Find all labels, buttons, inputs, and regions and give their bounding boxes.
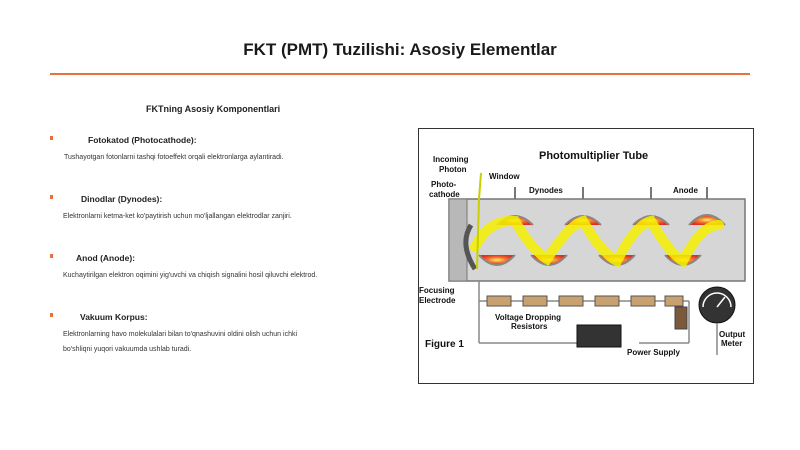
item-description: bo'shliqni yuqori vakuumda ushlab turadi… — [63, 346, 192, 353]
item-heading: Fotokatod (Photocathode): — [88, 135, 197, 145]
item-heading: Dinodlar (Dynodes): — [81, 194, 163, 204]
pmt-diagram: Photomultiplier Tube Incoming Photon Win… — [418, 128, 754, 384]
item-description: Elektronlarni ketma-ket ko'paytirish uch… — [63, 213, 292, 220]
label-anode: Anode — [673, 186, 698, 195]
pmt-diagram-svg: Photomultiplier Tube Incoming Photon Win… — [419, 150, 746, 357]
component-item-vacuum-body: Vakuum Korpus: Elektronlarning havo mole… — [50, 312, 390, 357]
label-focusing-electrode: Focusing — [419, 286, 455, 295]
bullet-icon — [50, 254, 53, 258]
component-item-dynodes: Dinodlar (Dynodes): Elektronlarni ketma-… — [50, 194, 390, 224]
resistor — [664, 295, 684, 307]
resistor — [674, 306, 688, 330]
item-description: Elektronlarning havo molekulalari bilan … — [63, 331, 298, 338]
slide-title: FKT (PMT) Tuzilishi: Asosiy Elementlar — [243, 40, 557, 59]
label-window: Window — [489, 172, 520, 181]
label-incoming-photon: Incoming — [433, 155, 469, 164]
component-item-anode: Anod (Anode): Kuchaytirilgan elektron oq… — [50, 253, 390, 283]
label-power-supply: Power Supply — [627, 348, 680, 357]
dynode-shape — [478, 254, 516, 266]
photon-ray — [476, 172, 482, 270]
figure-title: Photomultiplier Tube — [539, 150, 648, 162]
component-item-photocathode: Fotokatod (Photocathode): Tushayotgan fo… — [50, 135, 390, 165]
label-focusing-electrode: Electrode — [419, 296, 456, 305]
label-photocathode: cathode — [429, 190, 460, 199]
section-title: FKTning Asosiy Komponentlari — [146, 104, 281, 114]
label-dynodes: Dynodes — [529, 186, 563, 195]
photocathode-shape — [463, 223, 478, 271]
item-heading: Anod (Anode): — [76, 253, 136, 263]
resistor — [630, 295, 656, 307]
label-photocathode: Photo- — [431, 180, 457, 189]
item-heading: Vakuum Korpus: — [80, 312, 148, 322]
label-output-meter: Meter — [721, 339, 742, 348]
label-resistors: Voltage Dropping — [495, 313, 561, 322]
electron-stream — [470, 215, 724, 268]
item-description: Kuchaytirilgan elektron oqimini yig'uvch… — [63, 272, 318, 279]
label-incoming-photon: Photon — [439, 165, 467, 174]
item-description: Tushayotgan fotonlarni tashqi fotoeffekt… — [64, 154, 284, 161]
resistor — [594, 295, 620, 307]
label-output-meter: Output — [719, 330, 746, 339]
power-supply-box — [576, 324, 622, 348]
resistor — [558, 295, 584, 307]
bullet-icon — [50, 195, 53, 199]
figure-number: Figure 1 — [425, 339, 464, 350]
resistor — [486, 295, 512, 307]
label-resistors: Resistors — [511, 322, 548, 331]
resistor — [522, 295, 548, 307]
bullet-icon — [50, 313, 53, 317]
title-rule — [50, 73, 750, 75]
bullet-icon — [50, 136, 53, 140]
